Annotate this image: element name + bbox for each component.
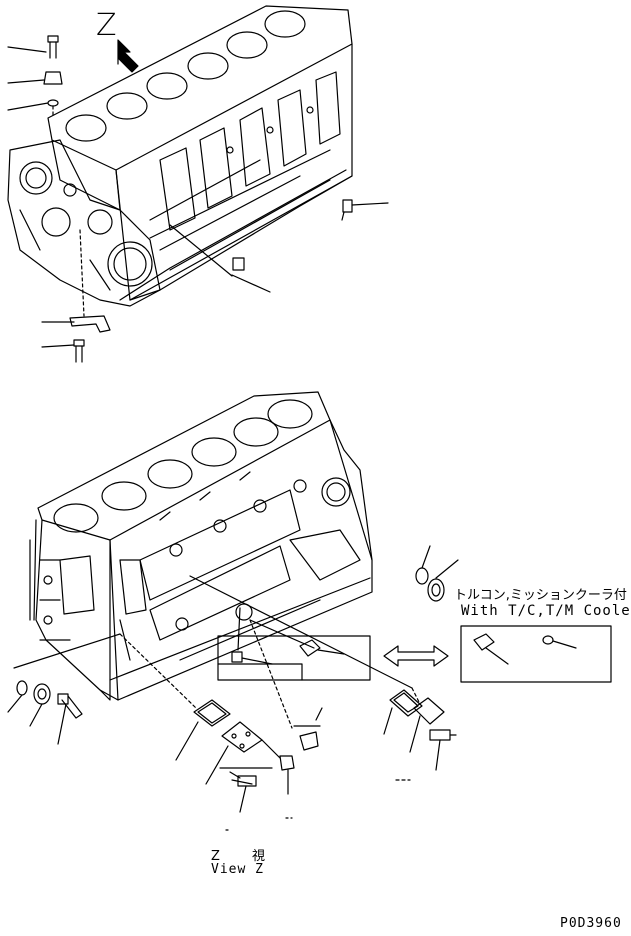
option-note-japanese: トルコン,ミッションクーラ付	[454, 588, 627, 603]
double-headed-arrow-icon	[383, 645, 449, 667]
upper-small-parts	[7, 35, 389, 363]
right-exploded-parts	[383, 545, 459, 781]
view-caption-japanese: Z 視	[211, 849, 280, 864]
option-note-english: With T/C,T/M Cooler	[461, 603, 631, 619]
lower-exploded-parts	[175, 699, 323, 831]
option-detail-box-with-cooler	[460, 625, 612, 683]
drawing-code: P0D3960	[560, 916, 622, 931]
lower-cylinder-block	[29, 391, 373, 701]
option-detail-box-standard	[217, 635, 371, 681]
view-marker-label: Z	[96, 8, 117, 43]
view-direction-arrow-icon	[117, 39, 139, 73]
upper-cylinder-block	[7, 5, 353, 307]
lower-leader-lines	[13, 575, 421, 729]
view-caption-english: View Z	[211, 862, 264, 877]
lower-left-exploded-parts	[7, 680, 83, 745]
